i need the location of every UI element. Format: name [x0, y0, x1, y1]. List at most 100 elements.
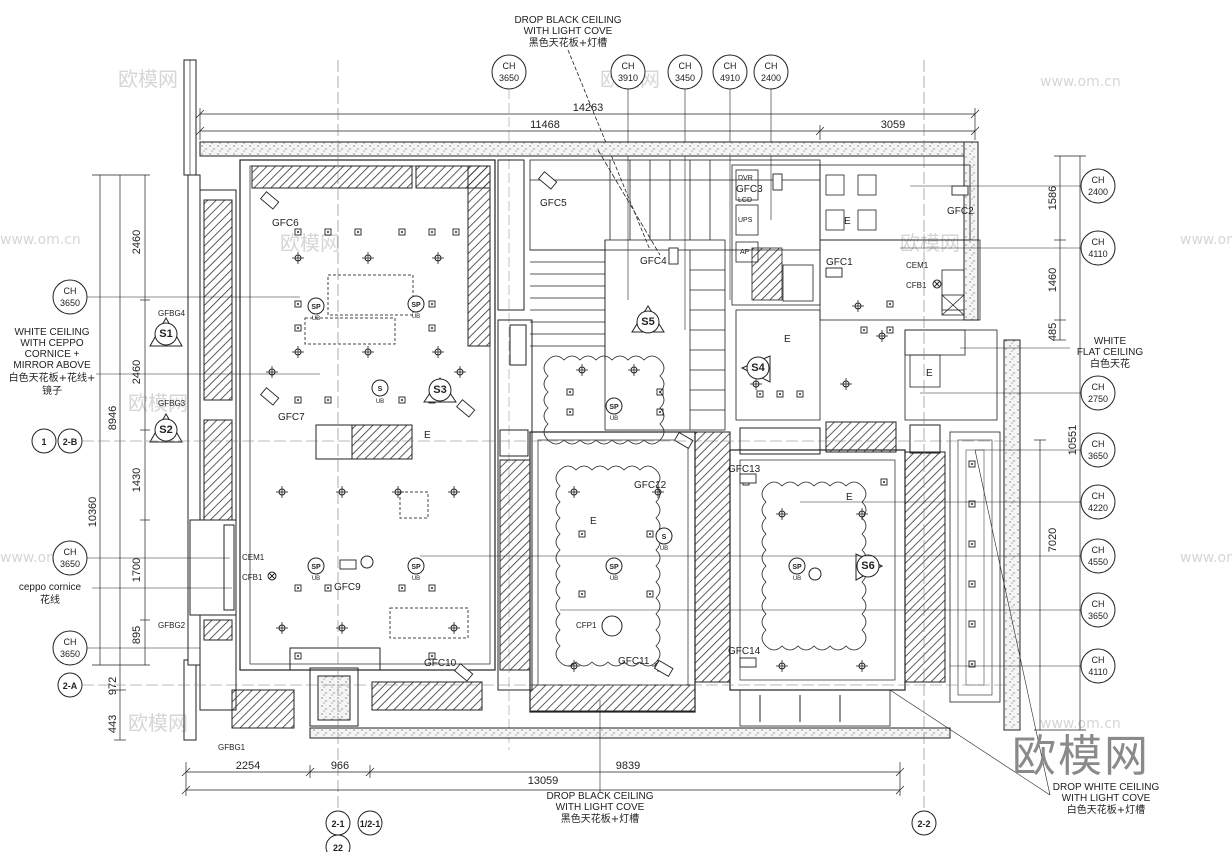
- speaker-marker: SP UB: [407, 557, 425, 582]
- tag-gfc11: GFC11: [618, 656, 650, 667]
- bottom-dimensions: [181, 762, 905, 796]
- dim-right: 7020: [1047, 528, 1059, 552]
- svg-text:SP: SP: [609, 404, 619, 411]
- tag-gfbg4: GFBG4: [158, 309, 186, 318]
- grid-bubble: 2-A: [57, 672, 83, 698]
- grid-bubble: 1/2-1: [357, 810, 383, 836]
- svg-text:MIRROR ABOVE: MIRROR ABOVE: [13, 360, 91, 371]
- dim-width-a: 11468: [530, 119, 560, 131]
- ap-label: AP: [740, 249, 750, 256]
- svg-text:S1: S1: [159, 328, 172, 340]
- dim-left-outer: 10360: [87, 497, 99, 528]
- grid-bubble: 2-1: [325, 810, 351, 836]
- dim-left: 1430: [131, 468, 143, 492]
- svg-text:DROP WHITE CEILING: DROP WHITE CEILING: [1053, 782, 1160, 793]
- tag-gfc5: GFC5: [540, 198, 567, 209]
- dim-total-width: 14263: [573, 102, 604, 114]
- tag-gfbg2: GFBG2: [158, 621, 186, 630]
- tag-cem1: CEM1: [906, 261, 929, 270]
- svg-text:4910: 4910: [720, 73, 740, 83]
- svg-text:UB: UB: [610, 576, 618, 582]
- svg-text:3650: 3650: [1088, 451, 1108, 461]
- grid-bubble: 2-B: [57, 428, 83, 454]
- svg-text:CH: CH: [1092, 439, 1105, 449]
- section-marker-s5: S5: [631, 305, 665, 334]
- dim-bottom-c: 9839: [616, 760, 640, 772]
- left-ceiling-note: WHITE CEILING WITH CEPPO CORNICE + MIRRO…: [9, 327, 320, 397]
- svg-text:E: E: [424, 430, 431, 441]
- watermark-url: www.om.cn: [0, 232, 81, 248]
- dim-right: 485: [1047, 323, 1059, 341]
- tag-cfb1: CFB1: [906, 281, 927, 290]
- section-marker-s2: S2: [149, 412, 183, 443]
- tag-gfc7: GFC7: [278, 412, 305, 423]
- section-markers: S1 S2 S3 S4 S5 S6: [149, 305, 884, 581]
- tag-gfc3: GFC3: [736, 184, 763, 195]
- svg-text:CH: CH: [64, 286, 77, 296]
- svg-text:白色天花板+花线+: 白色天花板+花线+: [9, 371, 96, 384]
- svg-text:CH: CH: [1092, 382, 1105, 392]
- svg-text:2-2: 2-2: [917, 819, 930, 829]
- svg-text:UB: UB: [376, 399, 384, 405]
- right-ceiling-note: WHITE FLAT CEILING 白色天花: [960, 336, 1143, 370]
- top-dimensions: [195, 108, 980, 140]
- svg-text:22: 22: [333, 843, 343, 852]
- svg-text:SP: SP: [311, 304, 321, 311]
- svg-text:CH: CH: [1092, 545, 1105, 555]
- lower-center-rooms: [529, 421, 1001, 727]
- dim-left: 2460: [131, 360, 143, 384]
- dim-left: 1700: [131, 558, 143, 582]
- svg-text:3450: 3450: [675, 73, 695, 83]
- bottom-ceiling-note: DROP BLACK CEILING WITH LIGHT COVE 黑色天花板…: [546, 700, 654, 825]
- svg-text:2-B: 2-B: [63, 437, 78, 447]
- svg-text:UB: UB: [412, 576, 420, 582]
- svg-text:CH: CH: [1092, 655, 1105, 665]
- watermark-text: 欧模网: [118, 67, 178, 91]
- svg-text:4110: 4110: [1088, 667, 1107, 677]
- fixture-tags: GFC1 GFC2 GFC3 GFC4 GFC5 GFC6 GFC7 GFC9 …: [158, 184, 974, 752]
- svg-text:UB: UB: [610, 416, 618, 422]
- dim-left-outer: 443: [107, 715, 119, 733]
- light-cove-outlines: [543, 355, 867, 667]
- svg-text:CH: CH: [765, 61, 778, 71]
- grid-bubble: 22: [325, 834, 351, 852]
- svg-text:E: E: [846, 492, 853, 503]
- svg-text:S4: S4: [751, 362, 765, 374]
- svg-text:SP: SP: [411, 302, 421, 309]
- svg-text:E: E: [590, 516, 597, 527]
- svg-text:ceppo cornice: ceppo cornice: [19, 582, 82, 593]
- section-marker-s1: S1: [149, 316, 183, 347]
- grid-bubbles: 1 2-B 2-A 2-1 1/2-1 22 2-2: [31, 60, 1010, 852]
- lcd-label: LCD: [738, 197, 752, 204]
- tag-cem1: CEM1: [242, 553, 265, 562]
- svg-text:UB: UB: [793, 576, 801, 582]
- dim-left-outer: 8946: [107, 406, 119, 430]
- outer-walls: [183, 59, 1021, 741]
- tag-gfc10: GFC10: [424, 658, 457, 669]
- svg-text:WHITE: WHITE: [1094, 336, 1127, 347]
- dim-bottom-b: 966: [331, 760, 349, 772]
- svg-text:S6: S6: [861, 560, 874, 572]
- svg-text:S3: S3: [433, 384, 446, 396]
- svg-text:CH: CH: [622, 61, 635, 71]
- tag-gfc1: GFC1: [826, 257, 853, 268]
- svg-text:CH: CH: [1092, 491, 1105, 501]
- svg-text:SP: SP: [411, 564, 421, 571]
- svg-text:2-A: 2-A: [63, 681, 78, 691]
- watermark-logo: 欧模网: [1012, 731, 1150, 782]
- dim-right: 1460: [1047, 268, 1059, 292]
- speaker-marker: SUB: [371, 379, 389, 405]
- note-line: DROP BLACK CEILING: [514, 15, 621, 26]
- section-marker-s3: S3: [423, 377, 457, 403]
- svg-text:3910: 3910: [618, 73, 638, 83]
- stair-area: [529, 149, 821, 431]
- tag-gfc12: GFC12: [634, 480, 667, 491]
